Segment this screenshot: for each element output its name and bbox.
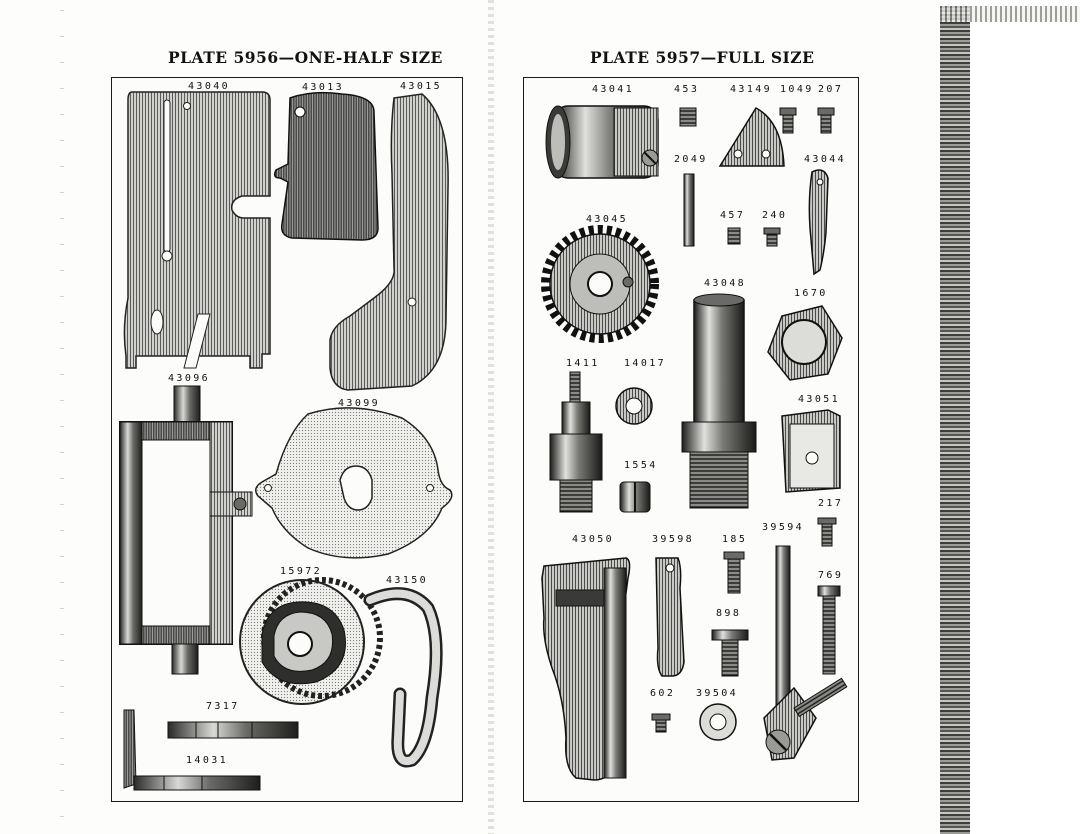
part-7317 (167, 721, 299, 739)
label-43096: 43096 (168, 373, 211, 384)
label-39594: 39594 (762, 522, 805, 533)
label-2049: 2049 (674, 154, 708, 165)
left-margin-specks (60, 10, 64, 824)
part-240 (763, 227, 781, 247)
part-1411 (549, 371, 603, 513)
label-207: 207 (818, 84, 844, 95)
book-gutter (488, 0, 494, 834)
part-217 (817, 517, 837, 547)
part-43099 (255, 407, 453, 559)
part-457 (727, 227, 741, 245)
part-1670 (767, 305, 843, 381)
left-plate-illustrations (119, 91, 453, 791)
label-43040: 43040 (188, 81, 231, 92)
part-43045 (541, 225, 659, 343)
part-14017 (615, 387, 653, 425)
part-43051 (781, 409, 841, 493)
label-14031: 14031 (186, 755, 229, 766)
label-217: 217 (818, 498, 844, 509)
part-769 (817, 585, 841, 675)
right-plate-title: PLATE 5957—FULL SIZE (590, 48, 815, 67)
label-185: 185 (722, 534, 748, 545)
part-1554 (619, 481, 651, 513)
label-14017: 14017 (624, 358, 667, 369)
label-39504: 39504 (696, 688, 739, 699)
label-43048: 43048 (704, 278, 747, 289)
left-plate-frame: 43040 43013 43015 43096 43099 15972 4315… (111, 77, 463, 802)
part-602 (651, 713, 671, 733)
part-43096 (119, 385, 253, 675)
label-1049: 1049 (780, 84, 814, 95)
label-898: 898 (716, 608, 742, 619)
part-43041 (545, 105, 659, 179)
right-margin (970, 0, 1080, 834)
label-43050: 43050 (572, 534, 615, 545)
part-43050 (541, 557, 631, 781)
part-2049 (683, 173, 695, 247)
label-43015: 43015 (400, 81, 443, 92)
label-39598: 39598 (652, 534, 695, 545)
label-240: 240 (762, 210, 788, 221)
page-edge-strip (940, 6, 970, 834)
part-15972 (239, 577, 383, 705)
label-15972: 15972 (280, 566, 323, 577)
part-14031 (123, 709, 261, 791)
part-43015 (329, 93, 449, 391)
label-602: 602 (650, 688, 676, 699)
right-plate-frame: 43041 453 43149 1049 207 2049 43044 4304… (523, 77, 859, 802)
label-457: 457 (720, 210, 746, 221)
label-43149: 43149 (730, 84, 773, 95)
label-43013: 43013 (302, 82, 345, 93)
label-7317: 7317 (206, 701, 240, 712)
part-207 (817, 107, 835, 134)
page-edge-top (940, 6, 1080, 22)
label-43150: 43150 (386, 575, 429, 586)
label-453: 453 (674, 84, 700, 95)
part-898 (711, 629, 749, 677)
part-43048 (681, 293, 757, 509)
part-1049 (779, 107, 797, 134)
label-43099: 43099 (338, 398, 381, 409)
part-39504 (699, 703, 737, 741)
right-plate-illustrations (541, 105, 848, 781)
part-39598 (655, 557, 685, 677)
label-43044: 43044 (804, 154, 847, 165)
label-1670: 1670 (794, 288, 828, 299)
left-plate-title: PLATE 5956—ONE-HALF SIZE (168, 48, 443, 67)
part-43013 (273, 91, 379, 241)
part-39594 (763, 545, 848, 761)
part-43040 (123, 91, 271, 369)
part-43149 (718, 107, 785, 167)
label-1554: 1554 (624, 460, 658, 471)
label-43041: 43041 (592, 84, 635, 95)
part-453 (679, 107, 697, 127)
label-769: 769 (818, 570, 844, 581)
label-43051: 43051 (798, 394, 841, 405)
label-1411: 1411 (566, 358, 600, 369)
label-43045: 43045 (586, 214, 629, 225)
part-43150 (363, 587, 443, 768)
part-43044 (808, 169, 829, 276)
part-185 (723, 551, 745, 594)
